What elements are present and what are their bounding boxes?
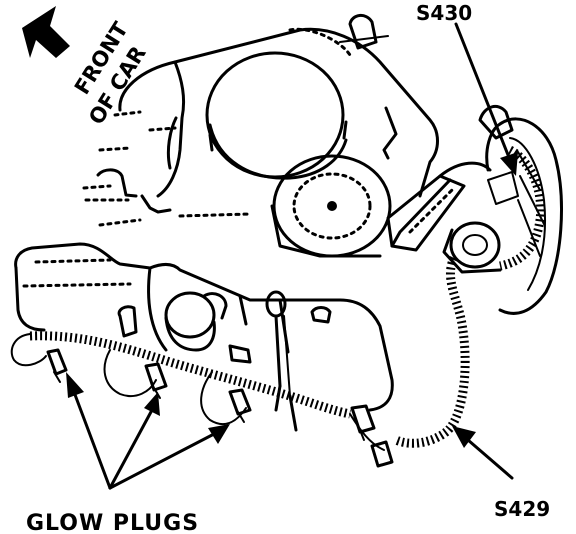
pulley-assembly [270, 154, 392, 258]
dipstick [265, 290, 298, 432]
glow-plugs-pointers [66, 372, 230, 490]
pump-end-cap [449, 221, 501, 269]
glow-plugs-label: GLOW PLUGS [26, 511, 199, 534]
valve-cover [14, 242, 394, 412]
top-fitting [348, 14, 378, 50]
glow-plug-1 [46, 348, 68, 383]
right-bracket [386, 161, 492, 252]
glow-plug-2 [144, 362, 168, 399]
s429-pointer [452, 426, 514, 480]
s430-pointer [454, 22, 518, 176]
wiring-harness [10, 145, 546, 451]
oil-filler-cap [164, 291, 216, 339]
front-of-car-label: FRONT OF CAR [70, 17, 151, 128]
s429-label: S429 [494, 497, 550, 521]
front-direction-arrow [22, 6, 70, 58]
glow-plug-3 [228, 388, 252, 423]
s430-label: S430 [416, 1, 472, 25]
engine-upper-block [82, 14, 439, 227]
glow-plug-4 [350, 404, 394, 468]
